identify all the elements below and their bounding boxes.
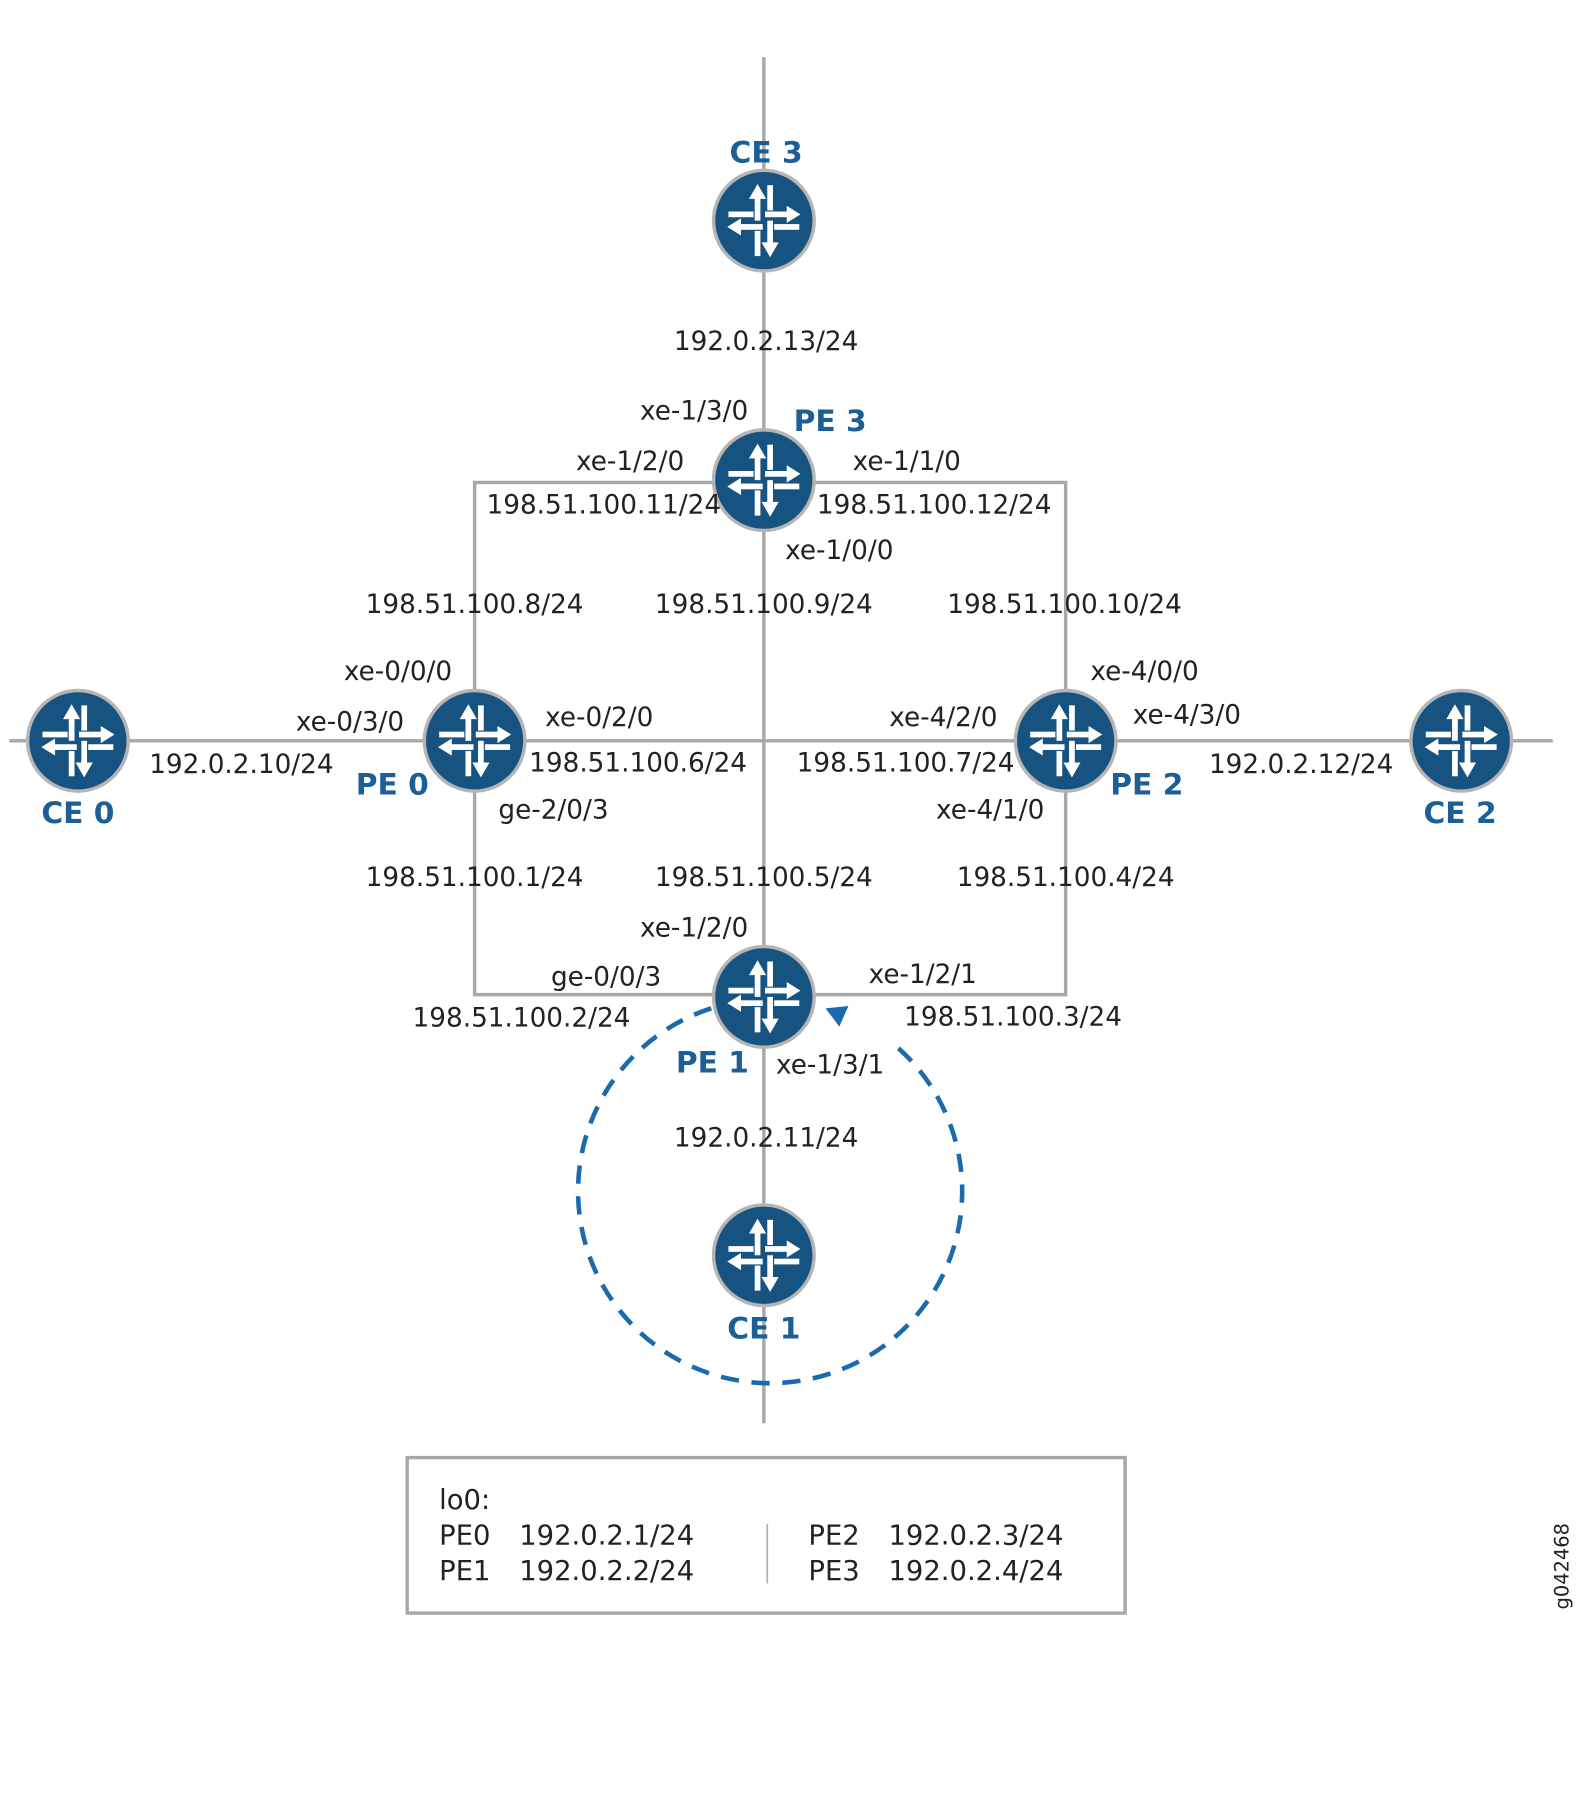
interface-label: xe-1/1/0 bbox=[853, 447, 961, 477]
ip-label: 198.51.100.4/24 bbox=[957, 863, 1175, 893]
node-label-pe1: PE 1 bbox=[676, 1045, 749, 1080]
interface-label: xe-4/0/0 bbox=[1090, 657, 1198, 687]
dashed-loop bbox=[575, 1006, 965, 1386]
legend-name: PE3 bbox=[808, 1556, 859, 1587]
ip-label: 198.51.100.2/24 bbox=[413, 1004, 631, 1034]
arrowhead-icon bbox=[825, 1006, 849, 1027]
ip-label: 192.0.2.12/24 bbox=[1209, 750, 1393, 780]
interface-labels: 192.0.2.13/24 xe-1/3/0 xe-1/2/0 198.51.1… bbox=[149, 327, 1393, 1154]
node-label-ce3: CE 3 bbox=[730, 135, 803, 170]
node-label-ce2: CE 2 bbox=[1424, 796, 1497, 831]
interface-label: xe-1/0/0 bbox=[785, 536, 893, 566]
router-ce2-icon[interactable] bbox=[1409, 688, 1514, 793]
interface-label: xe-1/2/0 bbox=[640, 913, 748, 943]
router-pe0-icon[interactable] bbox=[422, 688, 527, 793]
ip-label: 192.0.2.13/24 bbox=[674, 327, 858, 357]
legend-name: PE1 bbox=[439, 1556, 490, 1587]
interface-label: xe-4/2/0 bbox=[889, 703, 997, 733]
ip-label: 198.51.100.9/24 bbox=[655, 590, 873, 620]
interface-label: ge-0/0/3 bbox=[551, 962, 661, 992]
legend-name: PE2 bbox=[808, 1520, 859, 1551]
legend-title: lo0: bbox=[439, 1485, 490, 1516]
ip-label: 198.51.100.5/24 bbox=[655, 863, 873, 893]
interface-label: xe-1/3/0 bbox=[640, 397, 748, 427]
interface-label: xe-4/3/0 bbox=[1133, 701, 1241, 731]
legend-ip: 192.0.2.2/24 bbox=[519, 1556, 694, 1587]
legend-name: PE0 bbox=[439, 1520, 490, 1551]
node-label-ce0: CE 0 bbox=[41, 796, 114, 831]
loopback-legend: lo0: PE0 192.0.2.1/24 PE1 192.0.2.2/24 P… bbox=[405, 1455, 1127, 1615]
router-pe2-icon[interactable] bbox=[1013, 688, 1118, 793]
ip-label: 198.51.100.11/24 bbox=[487, 490, 722, 520]
ip-label: 198.51.100.10/24 bbox=[947, 590, 1182, 620]
interface-label: xe-1/2/0 bbox=[576, 447, 684, 477]
router-ce1-icon[interactable] bbox=[711, 1203, 816, 1308]
router-ce3-icon[interactable] bbox=[711, 168, 816, 273]
node-label-pe0: PE 0 bbox=[356, 768, 429, 803]
router-pe3-icon[interactable] bbox=[711, 428, 816, 533]
ip-label: 192.0.2.11/24 bbox=[674, 1124, 858, 1154]
ip-label: 198.51.100.12/24 bbox=[817, 490, 1052, 520]
figure-id: g042468 bbox=[1551, 1523, 1574, 1609]
node-label-pe3: PE 3 bbox=[794, 404, 867, 439]
interface-label: xe-0/3/0 bbox=[296, 708, 404, 738]
legend-ip: 192.0.2.4/24 bbox=[888, 1556, 1063, 1587]
interface-label: xe-0/2/0 bbox=[545, 703, 653, 733]
ip-label: 192.0.2.10/24 bbox=[149, 750, 333, 780]
ip-label: 198.51.100.1/24 bbox=[366, 863, 584, 893]
node-label-ce1: CE 1 bbox=[727, 1312, 800, 1347]
ip-label: 198.51.100.8/24 bbox=[366, 590, 584, 620]
router-ce0-icon[interactable] bbox=[25, 688, 130, 793]
interface-label: xe-4/1/0 bbox=[936, 796, 1044, 826]
interface-label: ge-2/0/3 bbox=[498, 796, 608, 826]
router-pe1-icon[interactable] bbox=[711, 944, 816, 1049]
interface-label: xe-0/0/0 bbox=[344, 657, 452, 687]
node-label-pe2: PE 2 bbox=[1110, 768, 1183, 803]
interface-label: xe-1/3/1 bbox=[776, 1050, 884, 1080]
interface-label: xe-1/2/1 bbox=[869, 960, 977, 990]
ip-label: 198.51.100.3/24 bbox=[904, 1002, 1122, 1032]
ip-label: 198.51.100.7/24 bbox=[797, 749, 1015, 779]
legend-ip: 192.0.2.1/24 bbox=[519, 1520, 694, 1551]
ip-label: 198.51.100.6/24 bbox=[529, 749, 747, 779]
legend-ip: 192.0.2.3/24 bbox=[888, 1520, 1063, 1551]
